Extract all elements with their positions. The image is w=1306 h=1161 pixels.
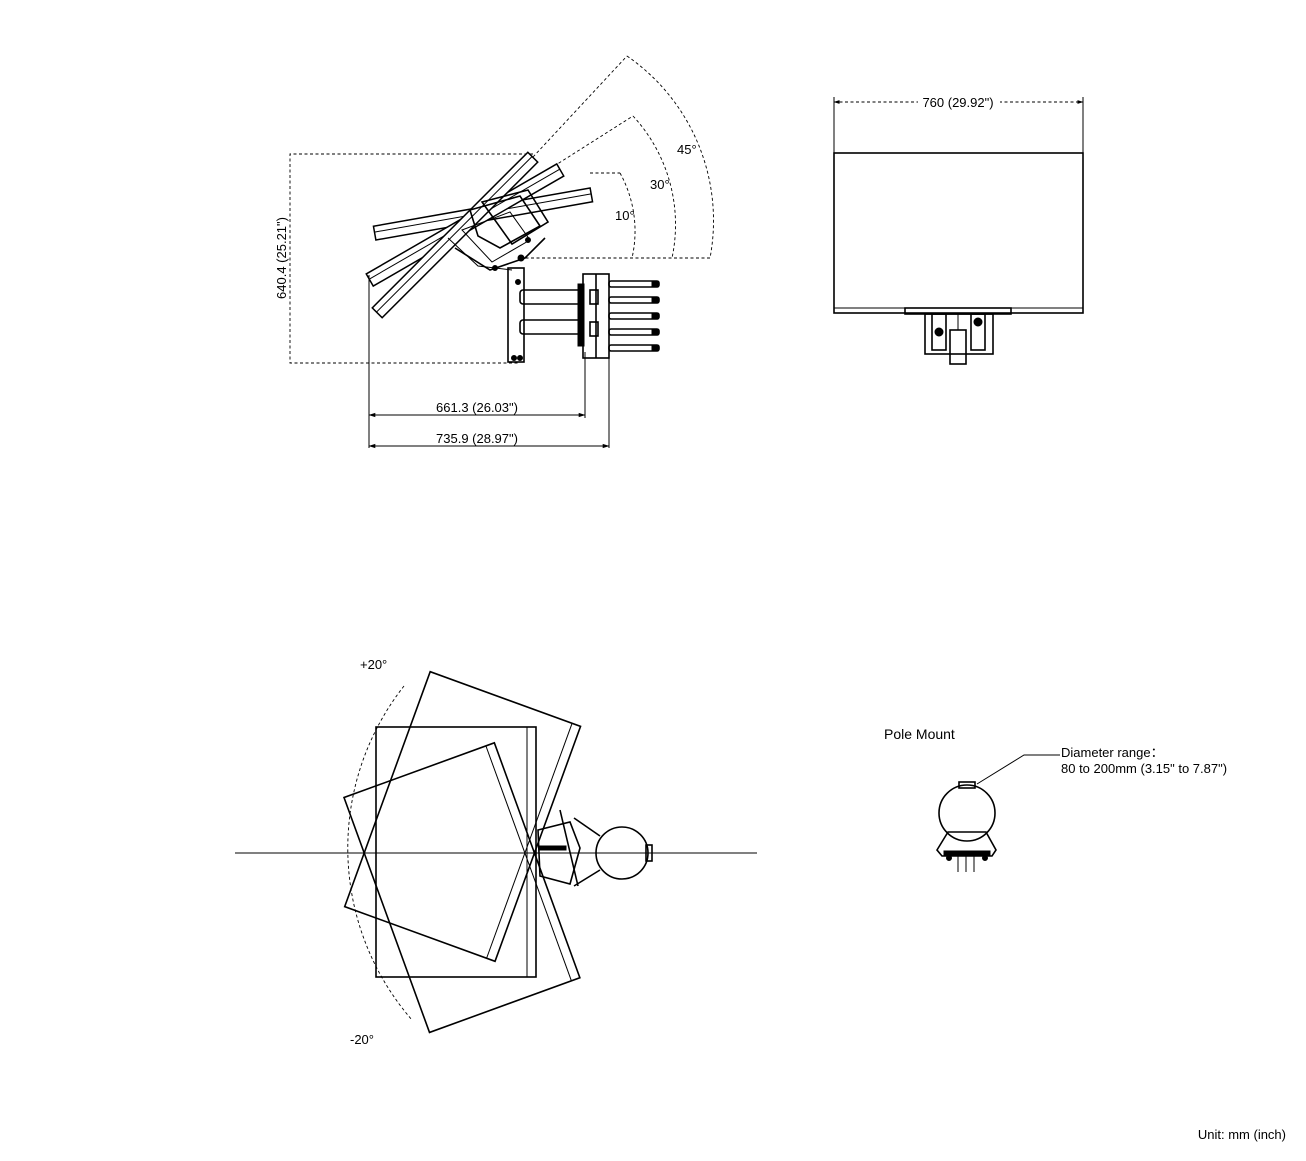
tilt-angle-label: 10° (615, 208, 635, 223)
mount-bracket (507, 267, 660, 363)
pole-mount-detail: Pole Mount Diameter range： 80 to 200mm (… (884, 726, 1227, 872)
depth-dimension-label: 735.9 (28.97") (436, 431, 518, 446)
pan-angle-label: -20° (350, 1032, 374, 1047)
pan-angle-label: +20° (360, 657, 387, 672)
front-view: 760 (29.92") (833, 94, 1084, 365)
panel-front (833, 152, 1084, 314)
unit-note: Unit: mm (inch) (1198, 1127, 1286, 1142)
tilt-arc-30 (632, 115, 676, 259)
pole-circle (595, 826, 649, 880)
height-dimension-label: 640.4 (25.21") (274, 217, 289, 299)
diameter-leader (976, 754, 1060, 785)
tilt-arc-10 (619, 172, 636, 259)
depth-dimension-label: 661.3 (26.03") (436, 400, 518, 415)
width-dimension-label: 760 (29.92") (922, 95, 993, 110)
diameter-callout-line1: Diameter range： (1061, 745, 1164, 760)
tilt-arc-45 (626, 55, 714, 259)
pole-mount-title: Pole Mount (884, 726, 955, 742)
top-view: +20° -20° (235, 657, 757, 1047)
pole-section-circle (938, 784, 996, 842)
height-extent-line (289, 153, 533, 364)
tilted-panels (365, 151, 594, 319)
tilt-angle-label: 30° (650, 177, 670, 192)
diameter-callout-line2: 80 to 200mm (3.15" to 7.87") (1061, 761, 1227, 776)
side-view: 10° 30° 45° 640.4 (25.21") (274, 55, 714, 449)
tilt-angle-label: 45° (677, 142, 697, 157)
